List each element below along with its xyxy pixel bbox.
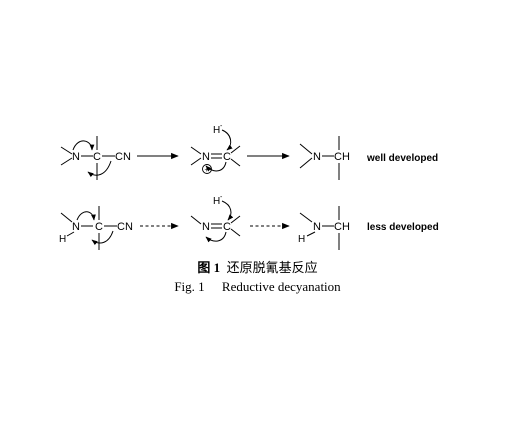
reactant-aminonitrile: N C CN <box>60 136 131 180</box>
status-label: less developed <box>367 222 439 233</box>
atom-cn: CN <box>115 151 131 163</box>
figure-label-en: Fig. 1 <box>174 279 205 294</box>
atom-h: H <box>213 196 220 207</box>
atom-n: N <box>313 151 321 163</box>
atom-c: C <box>223 151 231 163</box>
atom-ch: CH <box>334 151 350 163</box>
intermediate-imine: H - N C <box>190 194 241 243</box>
row-1: N C CN H - N C + <box>60 123 438 180</box>
intermediate-iminium: H - N C + <box>190 123 241 174</box>
atom-h: H <box>298 234 305 245</box>
electron-push-arrow <box>91 230 114 246</box>
figure-caption-cn: 图 1 还原脱氰基反应 <box>0 257 515 276</box>
atom-n: N <box>202 221 210 233</box>
atom-n: N <box>313 221 321 233</box>
electron-push-arrow <box>72 140 95 151</box>
atom-n: N <box>72 151 80 163</box>
figure-caption-en: Fig. 1 Reductive decyanation <box>0 279 515 295</box>
status-label: well developed <box>366 153 438 164</box>
electron-push-arrow <box>87 160 112 178</box>
reactant-aminonitrile: N H C CN <box>59 206 133 250</box>
hydride-attack-arrow <box>221 129 233 151</box>
reaction-scheme: N C CN H - N C + <box>59 123 439 250</box>
atom-ch: CH <box>334 221 350 233</box>
atom-c: C <box>93 151 101 163</box>
atom-h: H <box>59 234 66 245</box>
atom-cn: CN <box>117 221 133 233</box>
figure-label-cn: 图 1 <box>197 260 221 275</box>
atom-h: H <box>213 125 220 136</box>
atom-n: N <box>72 221 80 233</box>
product-amine: N CH <box>299 136 350 180</box>
charge-minus: - <box>220 194 223 201</box>
electron-push-arrow <box>76 211 96 221</box>
atom-c: C <box>223 221 231 233</box>
figure-title-en: Reductive decyanation <box>221 279 341 294</box>
atom-c: C <box>95 221 103 233</box>
electron-push-arrow <box>205 161 227 172</box>
row-2: N H C CN H - N C <box>59 194 439 250</box>
charge-minus: - <box>220 123 223 130</box>
product-amine: N H CH <box>298 206 350 250</box>
figure-title-cn: 还原脱氰基反应 <box>226 260 318 275</box>
electron-push-arrow <box>205 231 227 243</box>
hydride-attack-arrow <box>221 200 234 221</box>
atom-n: N <box>202 151 210 163</box>
